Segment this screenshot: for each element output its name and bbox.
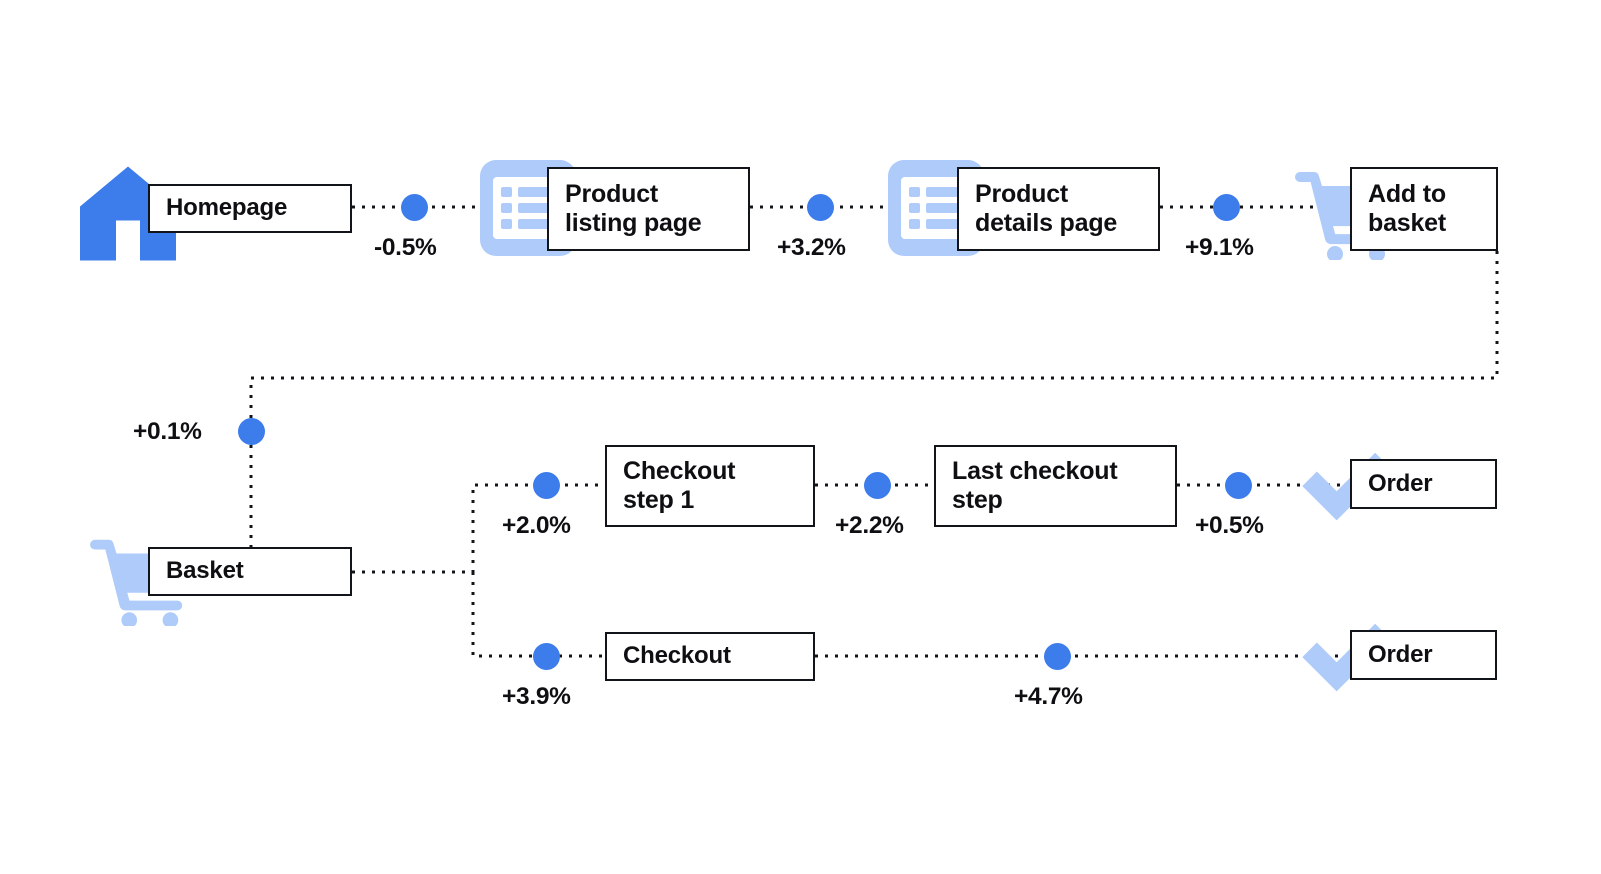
- node-add-to-basket[interactable]: Add to basket: [1350, 167, 1498, 251]
- node-label-product-listing: Product listing page: [565, 179, 702, 238]
- node-label-product-details: Product details page: [975, 179, 1118, 238]
- edge-marker-e3[interactable]: [1212, 193, 1240, 221]
- node-label-checkout: Checkout: [623, 642, 731, 670]
- node-label-last-checkout: Last checkout step: [952, 456, 1118, 515]
- node-homepage[interactable]: Homepage: [148, 184, 352, 233]
- node-product-details[interactable]: Product details page: [957, 167, 1160, 251]
- node-order-top[interactable]: Order: [1350, 459, 1497, 509]
- edge-marker-e5[interactable]: [532, 471, 560, 499]
- edge-marker-e4[interactable]: [237, 417, 265, 445]
- node-label-add-to-basket: Add to basket: [1368, 179, 1447, 238]
- edge-marker-e8[interactable]: [532, 642, 560, 670]
- edge-marker-e7[interactable]: [1224, 471, 1252, 499]
- edge-marker-e1[interactable]: [400, 193, 428, 221]
- edge-marker-e9[interactable]: [1043, 642, 1071, 670]
- node-basket[interactable]: Basket: [148, 547, 352, 596]
- edge-value-e4: +0.1%: [133, 418, 202, 445]
- edge-marker-e2[interactable]: [806, 193, 834, 221]
- edge-value-e6: +2.2%: [835, 512, 904, 539]
- node-label-homepage: Homepage: [166, 194, 288, 222]
- node-label-order-bottom: Order: [1368, 640, 1433, 668]
- node-last-checkout[interactable]: Last checkout step: [934, 445, 1177, 527]
- edge-value-e1: -0.5%: [374, 234, 437, 261]
- connector-basket-to-checkout: [471, 572, 605, 658]
- edge-value-e7: +0.5%: [1195, 512, 1264, 539]
- node-label-checkout-step-1: Checkout step 1: [623, 456, 736, 515]
- node-order-bottom[interactable]: Order: [1350, 630, 1497, 680]
- node-checkout-step-1[interactable]: Checkout step 1: [605, 445, 815, 527]
- node-label-basket: Basket: [166, 557, 244, 585]
- edge-value-e8: +3.9%: [502, 683, 571, 710]
- edge-value-e9: +4.7%: [1014, 683, 1083, 710]
- edge-value-e2: +3.2%: [777, 234, 846, 261]
- node-product-listing[interactable]: Product listing page: [547, 167, 750, 251]
- edge-value-e3: +9.1%: [1185, 234, 1254, 261]
- node-label-order-top: Order: [1368, 469, 1433, 497]
- node-checkout[interactable]: Checkout: [605, 632, 815, 681]
- edge-marker-e6[interactable]: [863, 471, 891, 499]
- edge-value-e5: +2.0%: [502, 512, 571, 539]
